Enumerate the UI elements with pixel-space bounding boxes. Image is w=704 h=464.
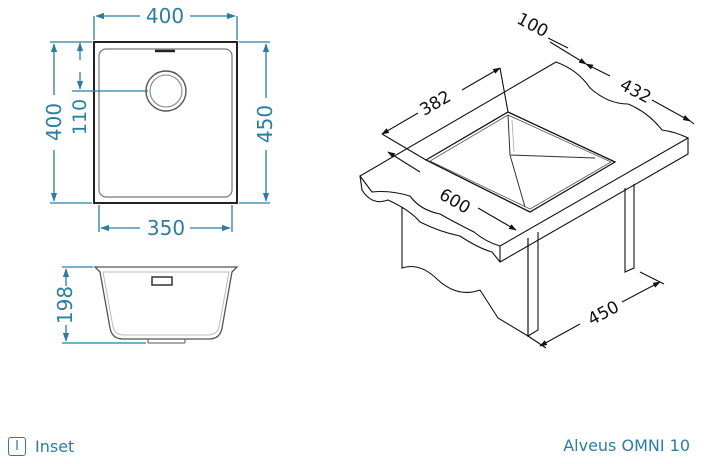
dim-width-bottom: 350	[147, 216, 185, 240]
cabinet-left-panel	[401, 207, 529, 337]
drain-inner	[149, 74, 183, 108]
dim-height-right: 450	[253, 105, 277, 143]
countertop-front-edge	[359, 138, 689, 263]
iso-dim-left: 382	[416, 87, 454, 121]
side-view: 198	[53, 266, 239, 344]
sink-outer-outline	[93, 41, 238, 204]
iso-dim-cabinet: 450	[585, 297, 623, 330]
sink-bowl-walls	[507, 114, 596, 208]
top-view: 400 400 110 450 350	[42, 4, 277, 240]
sink-bowl-outline	[98, 48, 233, 198]
installation-type: I Inset	[8, 434, 74, 458]
sink-side-inner	[102, 271, 230, 336]
model-name: Alveus OMNI 10	[563, 436, 690, 455]
inset-install-icon: I	[8, 436, 26, 456]
dim-depth: 198	[53, 286, 77, 324]
dim-height-outer: 400	[42, 103, 66, 141]
installation-label: Inset	[35, 436, 75, 456]
dim-width-outer: 400	[146, 4, 184, 28]
sink-side-profile	[93, 266, 239, 340]
dim-drain-offset: 110	[69, 99, 91, 135]
cabinet-right-panel	[624, 184, 635, 273]
iso-dim-top: 100	[513, 9, 551, 42]
drain-outer	[145, 70, 187, 112]
isometric-view: 100 432 382 600 450	[359, 9, 695, 349]
overflow-fitting	[151, 276, 173, 286]
